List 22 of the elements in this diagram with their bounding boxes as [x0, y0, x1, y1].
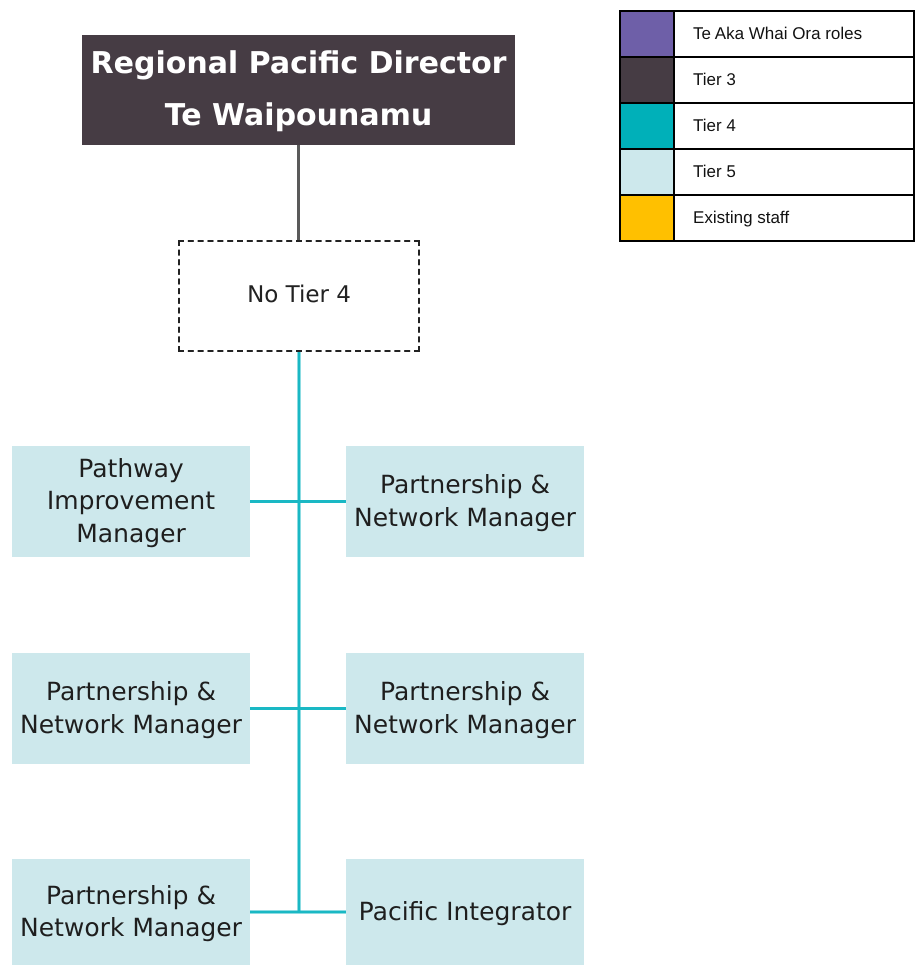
role-box [12, 446, 250, 557]
role-title: Regional Pacific Director Te Waipounamu [90, 44, 508, 135]
role-title: Pathway Improvement Manager [46, 452, 216, 550]
legend-label: Tier 5 [693, 162, 736, 182]
role-box [12, 653, 250, 764]
role-box [346, 446, 584, 557]
legend-label: Existing staff [693, 208, 790, 228]
role-box [346, 859, 584, 965]
role-box [346, 653, 584, 764]
role-title: No Tier 4 [246, 281, 352, 310]
legend-label: Te Aka Whai Ora roles [693, 24, 862, 44]
org-box [82, 35, 515, 145]
role-title: Partnership & Network Manager [19, 676, 243, 740]
role-title: Partnership & Network Manager [19, 880, 243, 944]
legend-label: Tier 3 [693, 70, 736, 90]
connector-line [297, 145, 300, 240]
placeholder-box [178, 240, 420, 352]
legend-label: Tier 4 [693, 116, 736, 136]
role-title: Pacific Integrator [358, 896, 572, 928]
role-title: Partnership & Network Manager [353, 676, 577, 740]
role-title: Partnership & Network Manager [353, 469, 577, 534]
role-box [12, 859, 250, 965]
